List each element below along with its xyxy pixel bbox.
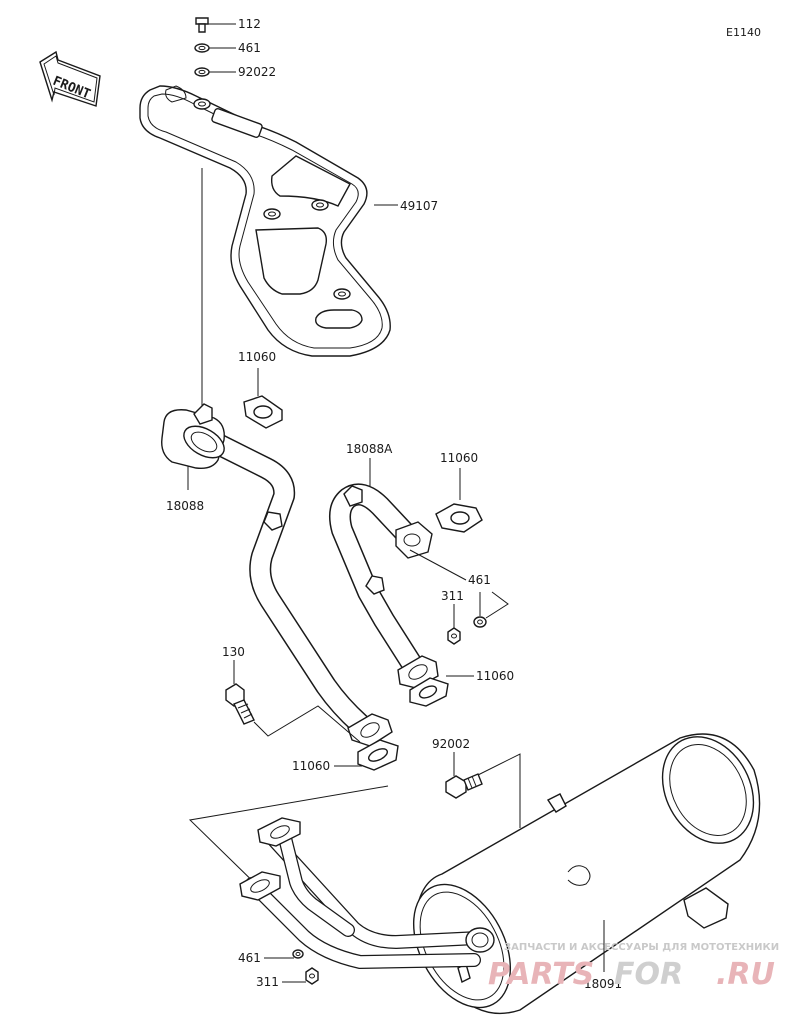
label-49107: 49107 — [400, 199, 438, 213]
label-311-mid: 311 — [441, 589, 464, 603]
label-11060-b: 11060 — [440, 451, 478, 465]
washer-92022 — [194, 67, 210, 77]
muffler-18091 — [239, 733, 761, 1015]
gasket-11060-a — [243, 395, 283, 429]
lock-washer-461-bottom — [292, 949, 304, 959]
label-130: 130 — [222, 645, 245, 659]
label-18091: 18091 — [584, 977, 622, 991]
label-461-bottom: 461 — [238, 951, 261, 965]
nut-311-bottom — [305, 967, 319, 985]
label-112: 112 — [238, 17, 261, 31]
label-11060-a: 11060 — [238, 350, 276, 364]
watermark-brand-for: FOR — [614, 957, 683, 992]
lock-washer-461-mid — [473, 616, 487, 628]
watermark-brand-ru: .RU — [716, 957, 775, 992]
nut-311-mid — [447, 627, 461, 645]
heat-guard-49107 — [139, 85, 391, 357]
gasket-11060-d — [357, 739, 399, 771]
bolt-92002 — [445, 773, 483, 799]
watermark: ЗАПЧАСТИ И АКСЕССУАРЫ ДЛЯ МОТОТЕХНИКИ PA… — [488, 942, 779, 992]
label-11060-d: 11060 — [292, 759, 330, 773]
label-18088A: 18088A — [346, 442, 393, 456]
bolt-112 — [195, 17, 209, 33]
watermark-tagline: ЗАПЧАСТИ И АКСЕССУАРЫ ДЛЯ МОТОТЕХНИКИ — [504, 942, 779, 953]
diagram-code: E1140 — [726, 26, 761, 39]
exhaust-pipe-18088A — [329, 483, 439, 689]
front-arrow-icon: FRONT — [39, 50, 101, 107]
bolt-130 — [225, 683, 255, 725]
label-18088: 18088 — [166, 499, 204, 513]
lock-washer-461-top — [194, 43, 210, 53]
label-92002: 92002 — [432, 737, 470, 751]
exhaust-pipe-18088 — [161, 403, 393, 747]
label-461-top: 461 — [238, 41, 261, 55]
label-92022: 92022 — [238, 65, 276, 79]
label-311-bottom: 311 — [256, 975, 279, 989]
watermark-brand-parts: PARTS — [488, 957, 594, 992]
label-461-mid: 461 — [468, 573, 491, 587]
gasket-11060-b — [435, 503, 483, 533]
gasket-11060-c — [409, 677, 449, 707]
label-11060-c: 11060 — [476, 669, 514, 683]
